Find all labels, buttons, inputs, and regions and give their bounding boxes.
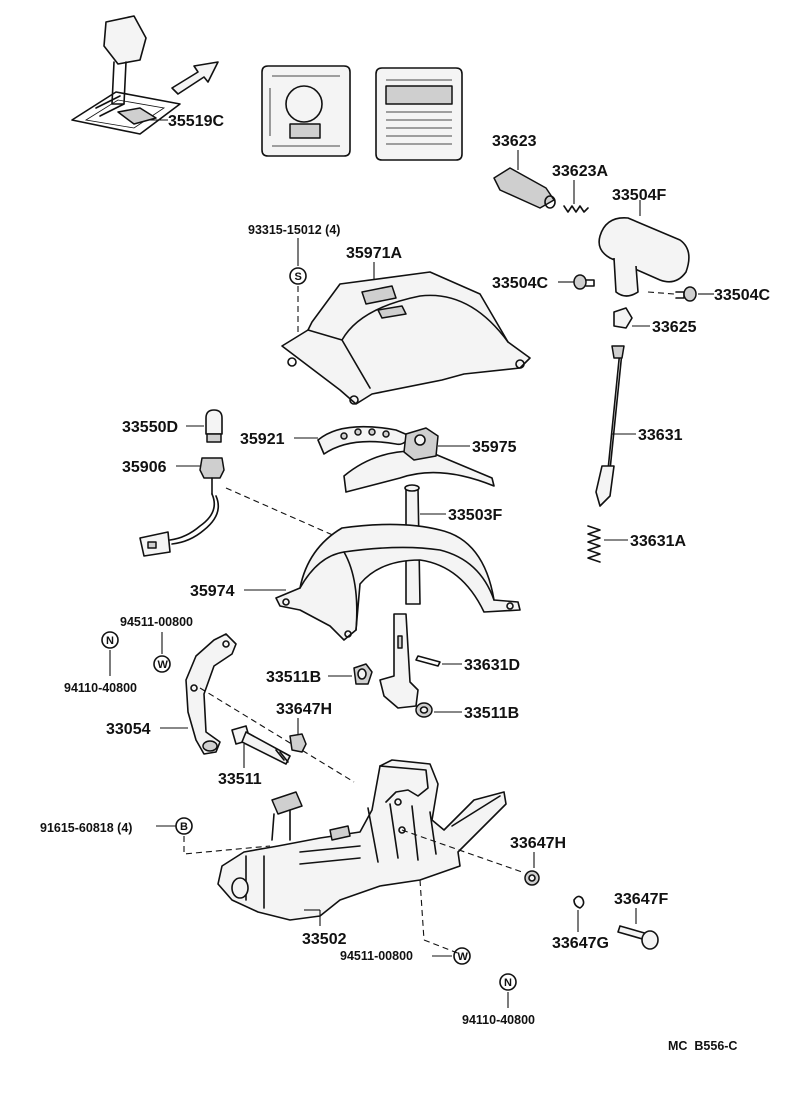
part-33647H-collar-right <box>524 870 540 886</box>
part-33550D-bulb <box>205 409 223 443</box>
label-33631D: 33631D <box>464 657 520 674</box>
part-33647H-collar-top <box>289 733 307 753</box>
svg-text:W: W <box>158 659 169 671</box>
part-33631A-spring <box>587 525 601 563</box>
part-shift-lever-arm <box>379 613 419 709</box>
arrow-icon <box>171 61 219 95</box>
part-33631-rod <box>595 345 625 507</box>
part-33054-bracket <box>185 633 237 755</box>
label-33054: 33054 <box>106 721 151 738</box>
label-33550D: 33550D <box>122 419 178 436</box>
label-33623: 33623 <box>492 133 537 150</box>
part-33647G-clip <box>573 895 585 909</box>
label-93315-15012: 93315-15012 (4) <box>248 223 340 237</box>
label-33631: 33631 <box>638 427 683 444</box>
part-35921-indicator-plate <box>317 425 411 455</box>
part-33502-base <box>217 759 507 921</box>
label-35975: 35975 <box>472 439 517 456</box>
label-94110-40800-left: 94110-40800 <box>64 681 137 695</box>
label-33511B-left: 33511B <box>266 669 321 686</box>
symbol-s: S <box>289 267 307 285</box>
label-33504C-left: 33504C <box>492 275 548 292</box>
symbol-n-left: N <box>101 631 119 649</box>
svg-text:S: S <box>295 271 302 283</box>
symbol-b: B <box>175 817 193 835</box>
symbol-w-top: W <box>153 655 171 673</box>
label-91615-60818: 91615-60818 (4) <box>40 821 132 835</box>
label-35906: 35906 <box>122 459 167 476</box>
label-33502: 33502 <box>302 931 347 948</box>
diagram-code: MC B556-C <box>668 1039 737 1053</box>
part-33631D-pin <box>415 655 441 667</box>
label-33647F: 33647F <box>614 891 668 908</box>
part-33647F-pin <box>617 925 659 950</box>
label-33503F: 33503F <box>448 507 502 524</box>
label-33511: 33511 <box>218 771 262 788</box>
label-33504F: 33504F <box>612 187 666 204</box>
caution-label-2 <box>375 67 463 161</box>
label-33623A: 33623A <box>552 163 608 180</box>
part-33511B-bushing-left <box>353 663 373 685</box>
label-35971A: 35971A <box>346 245 402 262</box>
label-33504C-right: 33504C <box>714 287 770 304</box>
part-35974-housing <box>275 523 521 641</box>
svg-text:W: W <box>458 951 469 963</box>
part-35906-socket <box>139 457 225 557</box>
label-35921: 35921 <box>240 431 285 448</box>
part-35975-slide-plate <box>343 427 495 493</box>
label-33647H-top: 33647H <box>276 701 332 718</box>
part-33504F-knob <box>598 217 690 297</box>
label-94511-00800-bottom: 94511-00800 <box>340 949 413 963</box>
label-35519C: 35519C <box>168 113 224 130</box>
label-33647G: 33647G <box>552 935 609 952</box>
part-33504C-screw-left <box>573 274 595 290</box>
label-33647H-right: 33647H <box>510 835 566 852</box>
svg-text:N: N <box>504 977 512 989</box>
symbol-w-bottom: W <box>453 947 471 965</box>
part-33623-button <box>493 167 556 209</box>
shifter-console-illustration <box>71 15 181 135</box>
svg-text:B: B <box>180 821 188 833</box>
part-33511-bolt <box>231 725 291 765</box>
label-94110-40800-bottom: 94110-40800 <box>462 1013 535 1027</box>
part-33625-sleeve <box>613 307 633 329</box>
label-33625: 33625 <box>652 319 697 336</box>
label-33511B-right: 33511B <box>464 705 519 722</box>
label-35974: 35974 <box>190 583 235 600</box>
svg-text:N: N <box>106 635 114 647</box>
label-94511-00800-top: 94511-00800 <box>120 615 193 629</box>
part-35971A-console-cover <box>281 271 531 405</box>
symbol-n-bottom: N <box>499 973 517 991</box>
part-33623A-spring <box>563 205 589 213</box>
part-33511B-bushing-right <box>415 702 433 718</box>
part-33504C-screw-right <box>675 286 697 302</box>
label-33631A: 33631A <box>630 533 686 550</box>
caution-label-1 <box>261 65 351 157</box>
